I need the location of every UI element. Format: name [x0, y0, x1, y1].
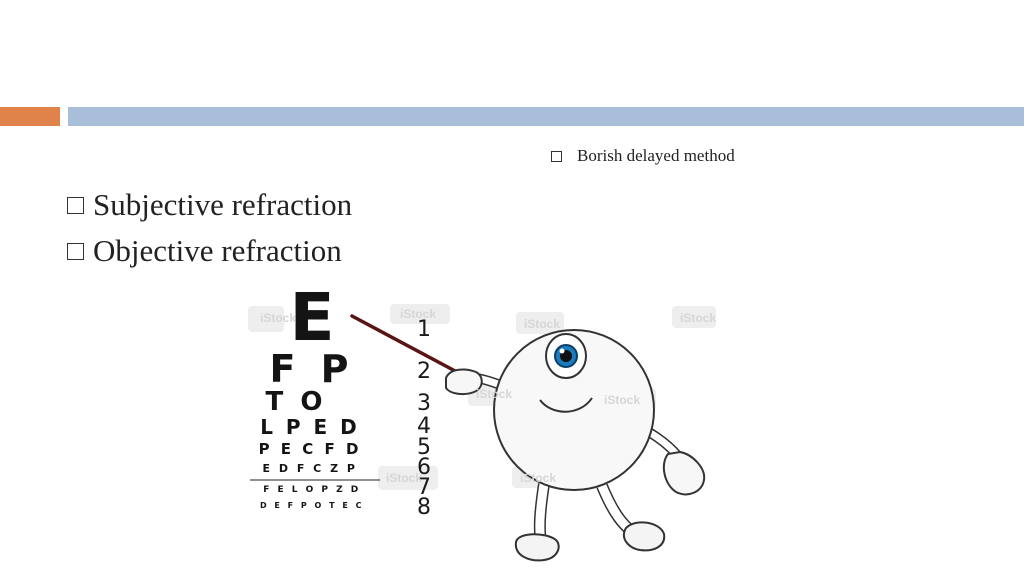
watermark-text: iStock [680, 311, 716, 325]
bullet-item: Subjective refraction [67, 182, 352, 228]
square-bullet-icon [551, 150, 562, 162]
chart-row-letters: T O [266, 387, 327, 417]
pointer-stick-icon [350, 314, 474, 382]
eye-chart-illustration: E F P T O L P E D P E C F D E D F C Z P … [248, 279, 716, 562]
watermark-text: iStock [260, 311, 296, 325]
aside-bullet-text: Borish delayed method [577, 146, 735, 165]
eyeball-cartoon-icon [445, 329, 706, 562]
aside-bullet: Borish delayed method [551, 146, 735, 166]
watermark-text: iStock [400, 307, 436, 321]
watermark-text: iStock [520, 471, 556, 485]
chart-row-number: 4 [417, 414, 431, 439]
bullet-text: Objective refraction [93, 233, 342, 268]
chart-row-letters: P E C F D [259, 440, 362, 458]
chart-row-letters: F P [269, 347, 354, 391]
watermark-text: iStock [386, 471, 422, 485]
chart-row-number: 7 [417, 475, 431, 500]
chart-row-letters: L P E D [260, 415, 360, 439]
bullet-list: Subjective refraction Objective refracti… [67, 182, 352, 274]
accent-bar-orange [0, 107, 60, 126]
square-bullet-icon [67, 242, 84, 260]
chart-row-number: 5 [417, 435, 431, 460]
bullet-text: Subjective refraction [93, 187, 353, 222]
chart-row-letters: D E F P O T E C [260, 501, 364, 510]
chart-row-letters: F E L O P Z D [263, 485, 361, 495]
chart-row-number: 6 [417, 455, 431, 480]
chart-row-number: 1 [417, 317, 431, 342]
accent-bar-blue [68, 107, 1024, 126]
chart-row-letters: E [289, 279, 334, 356]
chart-row-letters: E D F C Z P [263, 462, 358, 475]
bullet-item: Objective refraction [67, 228, 352, 274]
watermark-text: iStock [524, 317, 560, 331]
eye-chart: E F P T O L P E D P E C F D E D F C Z P … [250, 279, 380, 510]
chart-row-number: 3 [417, 391, 431, 416]
watermark-text: iStock [604, 393, 640, 407]
chart-row-number: 2 [417, 359, 431, 384]
chart-row-numbers: 1 2 3 4 5 6 7 8 [417, 317, 431, 520]
square-bullet-icon [67, 196, 84, 214]
chart-row-number: 8 [417, 495, 431, 520]
watermark-text: iStock [476, 387, 512, 401]
